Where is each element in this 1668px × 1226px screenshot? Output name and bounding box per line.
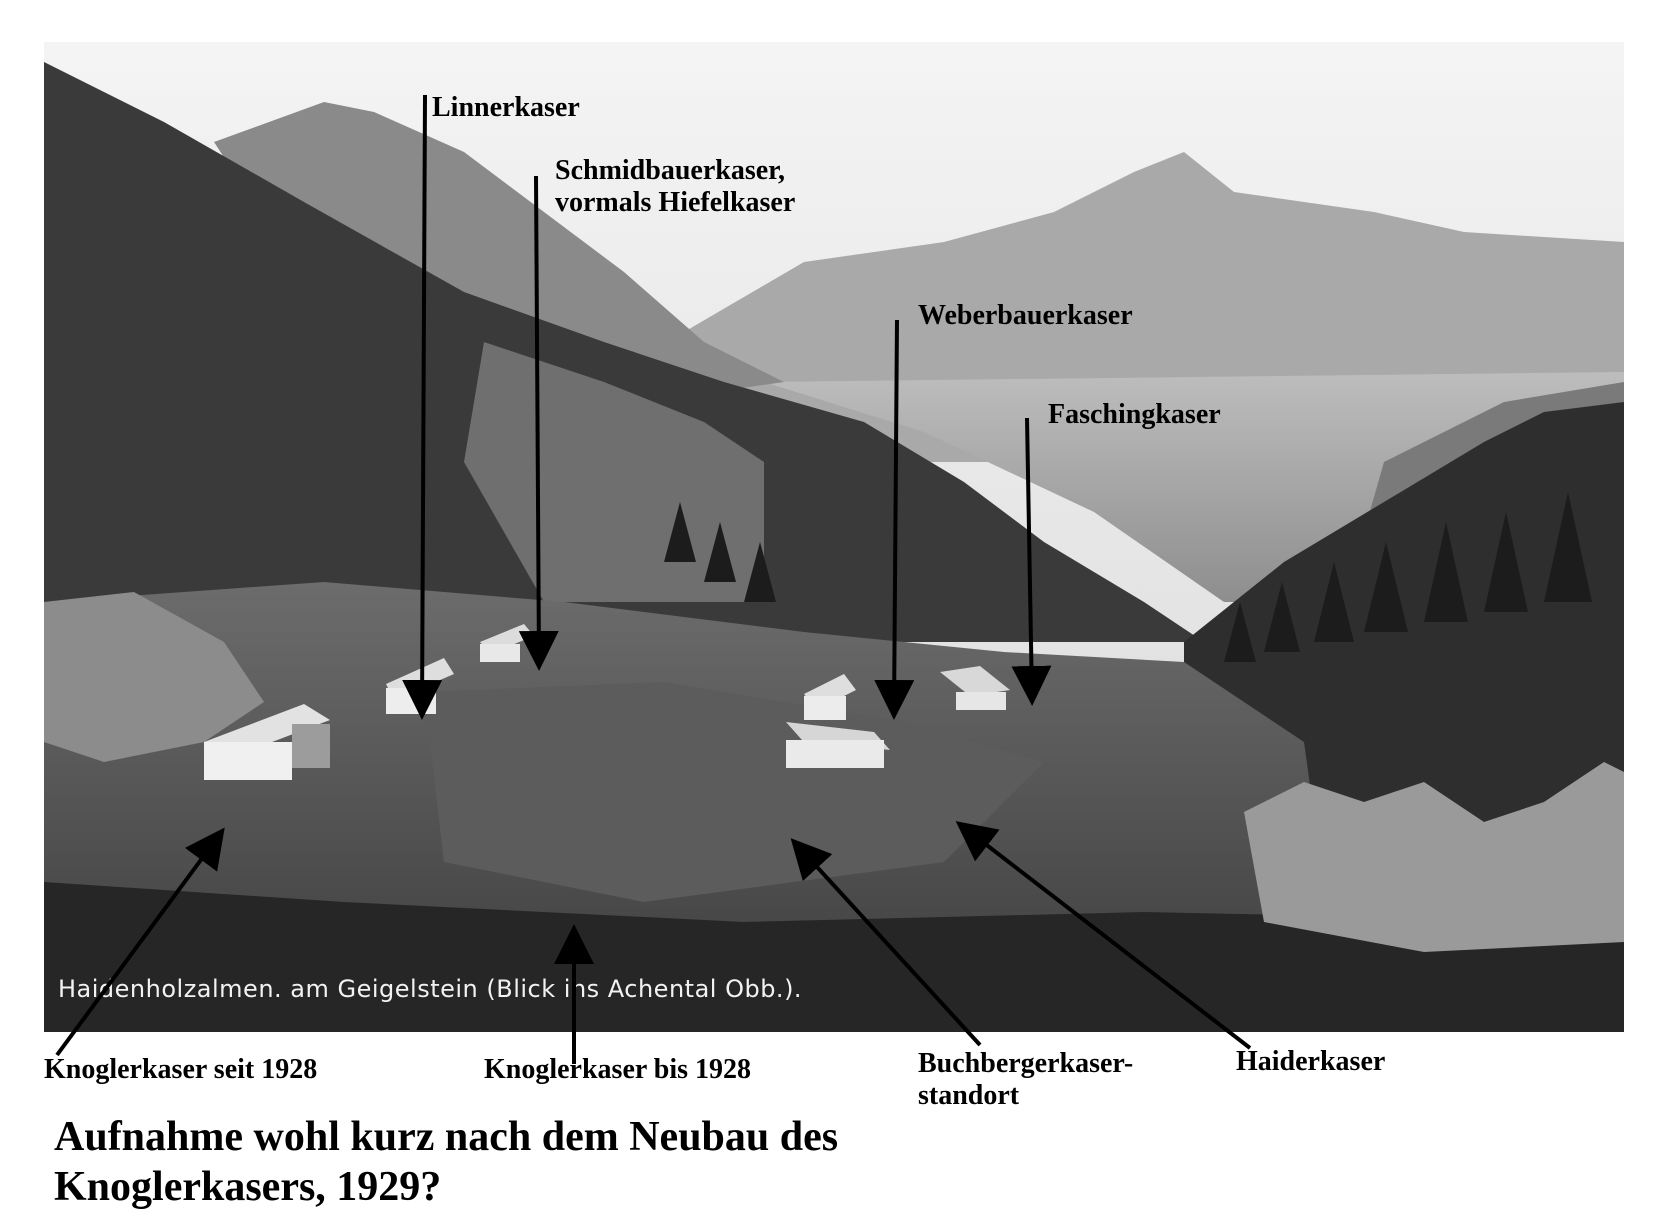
label-linnerkaser: Linnerkaser — [432, 92, 580, 123]
hut-weberbauerkaser — [804, 674, 856, 720]
tree-cluster — [664, 492, 1592, 662]
label-buchberger-line2: standort — [918, 1080, 1020, 1111]
label-buchbergerkaser-standort: Buchbergerkaser- standort — [918, 1048, 1133, 1112]
image-caption: Aufnahme wohl kurz nach dem Neubau des K… — [54, 1112, 1154, 1212]
caption-line2: Knoglerkasers, 1929? — [54, 1164, 442, 1210]
label-knoglerkaser-bis-1928: Knoglerkaser bis 1928 — [484, 1054, 752, 1085]
hut-faschingkaser — [940, 666, 1010, 710]
label-knoglerkaser-seit-1928: Knoglerkaser seit 1928 — [44, 1054, 318, 1085]
label-buchberger-line1: Buchbergerkaser- — [918, 1048, 1134, 1079]
rocks-right — [1244, 762, 1624, 952]
rocks-left — [44, 592, 264, 762]
hut-knoglerkaser-seit-1928 — [204, 704, 330, 780]
hut-haiderkaser — [786, 722, 890, 768]
left-forest-slope — [44, 62, 1204, 642]
label-schmidbauer-line2: vormals Hiefelkaser — [555, 187, 796, 218]
label-schmidbauerkaser: Schmidbauerkaser, vormals Hiefelkaser — [555, 155, 795, 219]
label-haiderkaser: Haiderkaser — [1236, 1046, 1386, 1077]
label-weberbauerkaser: Weberbauerkaser — [918, 300, 1133, 331]
caption-line1: Aufnahme wohl kurz nach dem Neubau des — [54, 1114, 839, 1160]
label-schmidbauer-line1: Schmidbauerkaser, — [555, 155, 786, 186]
label-faschingkaser: Faschingkaser — [1048, 399, 1221, 430]
photo-imprint: Haidenholzalmen. am Geigelstein (Blick i… — [58, 975, 803, 1003]
landscape-illustration — [44, 42, 1624, 1032]
landscape-photo: Haidenholzalmen. am Geigelstein (Blick i… — [44, 42, 1624, 1032]
